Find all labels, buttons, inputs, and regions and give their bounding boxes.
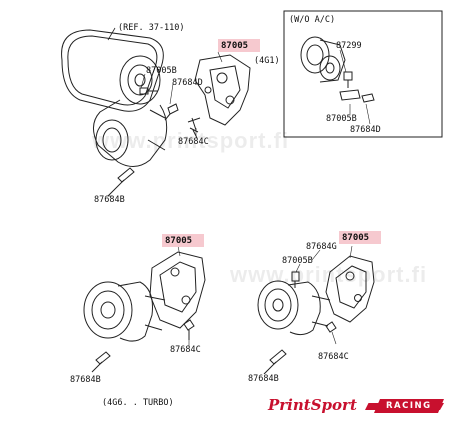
part-87684c-bl[interactable]: 87684C: [170, 345, 201, 355]
highlight-87005-br: [339, 231, 381, 244]
part-87005-br[interactable]: 87005: [342, 233, 370, 243]
without-ac-label: (W/O A/C): [289, 15, 336, 25]
highlight-87005-bl: [162, 234, 204, 247]
part-87005b-br[interactable]: 87005B: [282, 256, 313, 266]
ref-label: (REF. 37-110): [118, 23, 185, 33]
ac-compressor-top: [93, 55, 168, 167]
part-87684g[interactable]: 87684G: [306, 242, 337, 252]
watermark: www.printsport.fi: [92, 128, 290, 153]
bolt-87684c-br: [325, 321, 337, 333]
engine-4g1-label: (4G1): [254, 56, 280, 66]
part-87005b-box[interactable]: 87005B: [326, 114, 357, 124]
bolt-87684b-br: [263, 349, 287, 375]
bracket-wo-ac: [339, 89, 375, 103]
part-87684d-box[interactable]: 87684D: [350, 125, 381, 135]
bolt-87684c-top: [187, 117, 201, 139]
part-87005-bl[interactable]: 87005: [165, 236, 193, 246]
part-87684d[interactable]: 87684D: [172, 78, 203, 88]
bracket-br: [325, 255, 375, 323]
bolt-87005b-top: [139, 87, 158, 95]
pulley-wo-ac: [300, 36, 346, 83]
spacer-87299: [343, 71, 353, 88]
watermark: www.printsport.fi: [230, 262, 428, 287]
part-87684c-top[interactable]: 87684C: [178, 137, 209, 147]
without-ac-box: [283, 10, 443, 138]
spacer-87005b-br: [291, 271, 300, 288]
part-87299[interactable]: 87299: [336, 41, 362, 51]
logo-brand: PrintSport: [268, 396, 357, 414]
printsport-racing-logo[interactable]: PrintSport RACING: [262, 395, 444, 417]
part-87684b-bl[interactable]: 87684B: [70, 375, 101, 385]
part-87005-top[interactable]: 87005: [221, 41, 249, 51]
engine-4g6-turbo-label: (4G6. . TURBO): [102, 398, 174, 408]
bolt-87684b-bl: [91, 351, 111, 373]
bracket-4g1: [194, 54, 251, 126]
part-87684b-top[interactable]: 87684B: [94, 195, 125, 205]
highlight-87005-top: [218, 39, 260, 52]
ac-compressor-br: [257, 280, 331, 336]
logo-bar: [262, 396, 444, 416]
part-87684b-br[interactable]: 87684B: [248, 374, 279, 384]
bracket-bl: [149, 251, 206, 329]
bolt-87684c-bl: [183, 319, 195, 340]
logo-racing: RACING: [386, 401, 432, 411]
bolt-87684b-top: [107, 167, 135, 197]
bolt-87684d: [164, 103, 179, 121]
ac-compressor-bl: [83, 281, 166, 342]
part-87005b-top[interactable]: 87005B: [146, 66, 177, 76]
drive-belt: [61, 29, 164, 112]
part-87684c-br[interactable]: 87684C: [318, 352, 349, 362]
